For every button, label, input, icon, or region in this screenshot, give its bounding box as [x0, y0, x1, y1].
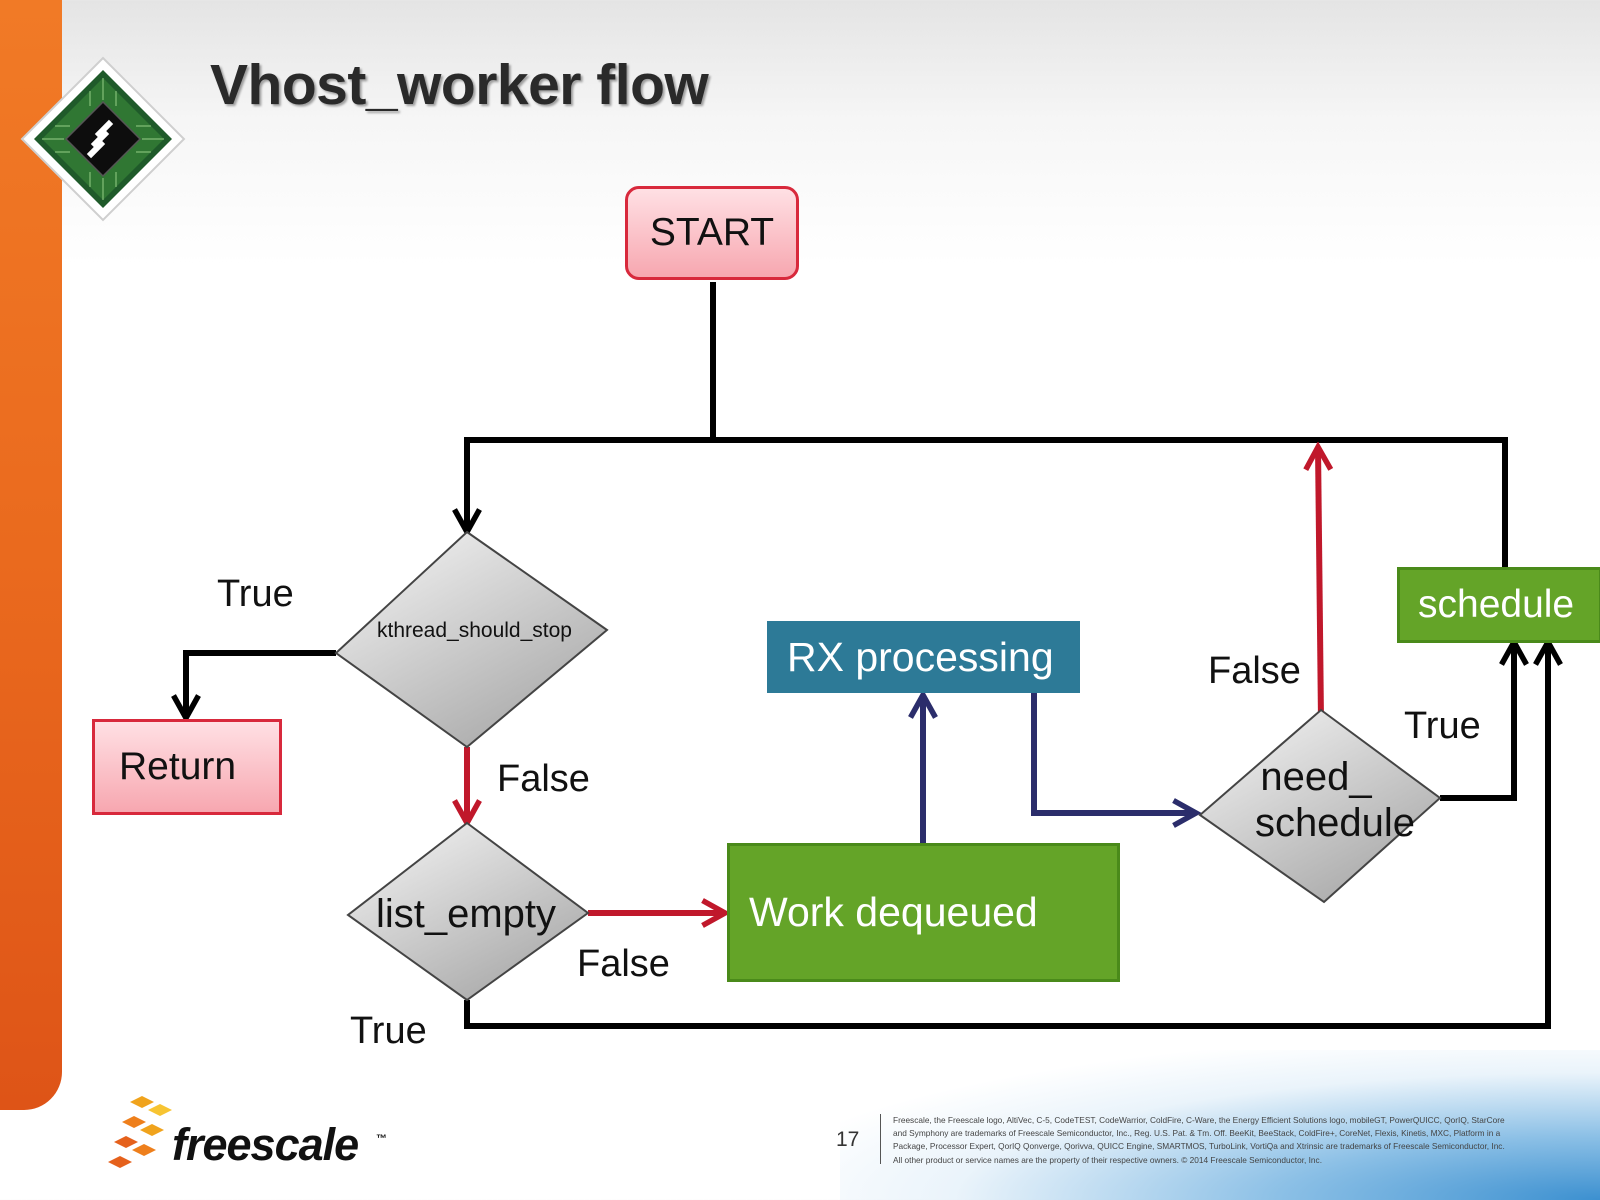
kthread-should-stop-label: kthread_should_stop: [377, 619, 572, 642]
footer-divider: [880, 1114, 881, 1164]
start-node: START: [625, 186, 799, 280]
legal-notice: Freescale, the Freescale logo, AltiVec, …: [893, 1114, 1573, 1167]
kthread-true-connector: [186, 650, 336, 718]
loop-back-connector: [467, 437, 1508, 570]
kthread-false-label: False: [497, 758, 590, 800]
need-schedule-diamond: [1198, 708, 1442, 904]
kthread-true-label: True: [217, 573, 294, 615]
list-true-connector: [464, 642, 1548, 1029]
legal-line: Freescale, the Freescale logo, AltiVec, …: [893, 1115, 1505, 1125]
schedule-node-label: schedule: [1418, 583, 1575, 626]
freescale-tm: ™: [376, 1133, 387, 1145]
list-false-label: False: [577, 943, 670, 985]
list-empty-label: list_empty: [375, 891, 557, 936]
freescale-logo-mark: [108, 1096, 172, 1168]
need-true-label: True: [1404, 705, 1481, 747]
slide-title: Vhost_worker flow: [210, 53, 709, 117]
rx-processing-label: RX processing: [787, 633, 1054, 680]
page-number: 17: [836, 1128, 860, 1151]
rx-to-need-connector: [1031, 693, 1196, 813]
work-dequeued-node: Work dequeued: [727, 843, 1120, 982]
blue-wave-decoration: [840, 1050, 1600, 1200]
orange-side-bar: [0, 0, 62, 1110]
list-empty-diamond: [346, 821, 590, 1002]
kthread-should-stop-diamond: [334, 530, 609, 749]
work-dequeued-label: Work dequeued: [749, 889, 1038, 935]
rx-processing-node: RX processing: [767, 621, 1080, 693]
freescale-wordmark: freescale: [172, 1119, 358, 1168]
schedule-node: schedule: [1397, 567, 1600, 643]
return-node-label: Return: [119, 745, 237, 788]
need-schedule-label-line1: need_: [1260, 754, 1372, 799]
need-true-connector: [1440, 642, 1514, 801]
legal-line: Package, Processor Expert, QorIQ Qonverg…: [893, 1141, 1505, 1152]
legal-line: and Symphony are trademarks of Freescale…: [893, 1128, 1501, 1139]
chip-logo-icon: [20, 56, 186, 222]
legal-line: All other product or service names are t…: [893, 1154, 1322, 1165]
need-false-label: False: [1208, 650, 1301, 692]
need-schedule-label-line2: schedule: [1254, 800, 1416, 845]
return-node: Return: [92, 719, 282, 815]
need-false-connector: [1318, 447, 1321, 721]
start-node-label: START: [649, 211, 775, 254]
list-true-label: True: [350, 1010, 427, 1052]
freescale-logo: freescale ™: [108, 1096, 387, 1168]
